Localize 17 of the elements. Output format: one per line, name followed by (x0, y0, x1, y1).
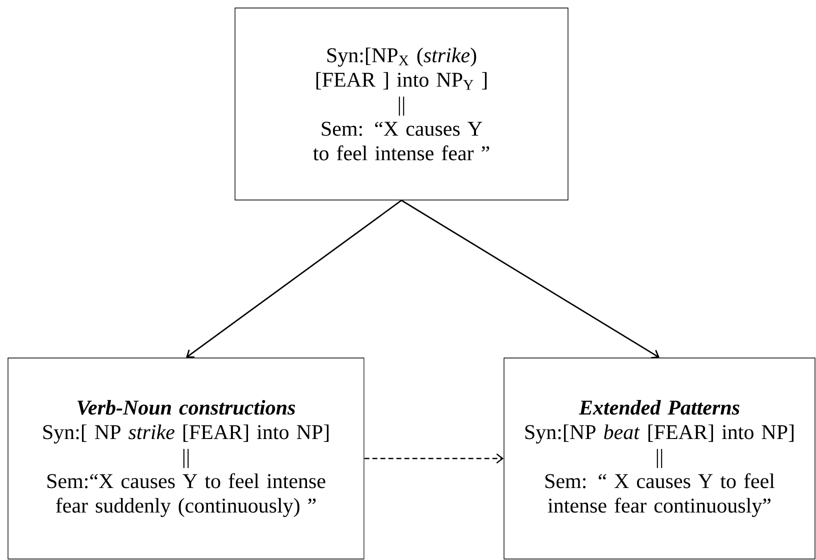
syntax-text: Syn:[NP$_{X}$ (strike) [FEAR ] into NP$_{Y}$ ] (316, 48, 487, 90)
syntax-text: Syn:[NP beat [FEAR] into NP] (525, 424, 794, 444)
heading: Extended Patterns (578, 400, 740, 415)
process-box (504, 358, 816, 560)
syntax-text: Syn:[ NP strike [FEAR] into NP] (43, 424, 329, 444)
semantics-text: Sem:“X causes Y to feel intense fear suddenly (continuously) ” (47, 473, 326, 518)
semantics-text: Sem: “ X causes Y to feel intense fear continuously” (545, 473, 775, 518)
equivalence-mark: || (183, 448, 189, 468)
process-box (234, 8, 568, 200)
semantics-text: Sem: “X causes Y to feel intense fear ” (313, 122, 490, 160)
heading: Verb-Noun constructions (78, 400, 296, 415)
equivalence-mark: || (398, 96, 404, 116)
arrow (401, 200, 660, 358)
equivalence-mark: || (656, 448, 662, 468)
process-box (8, 358, 364, 560)
arrow (186, 200, 402, 358)
arrow (364, 454, 504, 464)
